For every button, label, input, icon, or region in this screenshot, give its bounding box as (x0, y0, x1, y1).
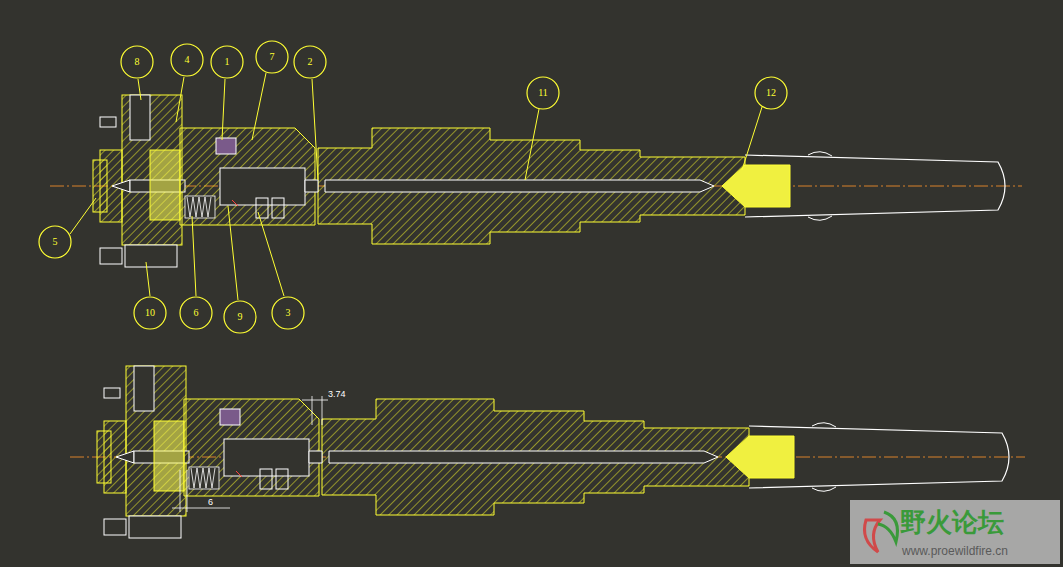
callout-number: 3 (286, 308, 291, 318)
callout-number: 8 (135, 57, 140, 67)
callout-circle: 8 (120, 45, 154, 79)
callout-circle: 10 (133, 296, 167, 330)
callout-number: 11 (538, 88, 548, 98)
callout-number: 5 (53, 237, 58, 247)
callout-number: 7 (270, 52, 275, 62)
callout-circle: 4 (170, 43, 204, 77)
callout-number: 2 (308, 57, 313, 67)
callout-number: 4 (185, 55, 190, 65)
callout-number: 10 (145, 308, 155, 318)
watermark-url: www.proewildfire.cn (902, 544, 1008, 558)
callout-number: 12 (766, 88, 776, 98)
callout-circle: 1 (210, 45, 244, 79)
callout-circle: 3 (271, 296, 305, 330)
callout-number: 1 (225, 57, 230, 67)
callout-circle: 12 (754, 76, 788, 110)
callout-number: 6 (194, 308, 199, 318)
callout-circle: 7 (255, 40, 289, 74)
callout-circle: 9 (223, 300, 257, 334)
dimension-text: 3.74 (328, 389, 346, 399)
watermark-text: 野火论坛 (900, 505, 1004, 540)
callout-circle: 5 (38, 225, 72, 259)
callout-circle: 11 (526, 76, 560, 110)
callout-number: 9 (238, 312, 243, 322)
callout-circle: 6 (179, 296, 213, 330)
dimension-text: 6 (208, 497, 213, 507)
callout-circle: 2 (293, 45, 327, 79)
